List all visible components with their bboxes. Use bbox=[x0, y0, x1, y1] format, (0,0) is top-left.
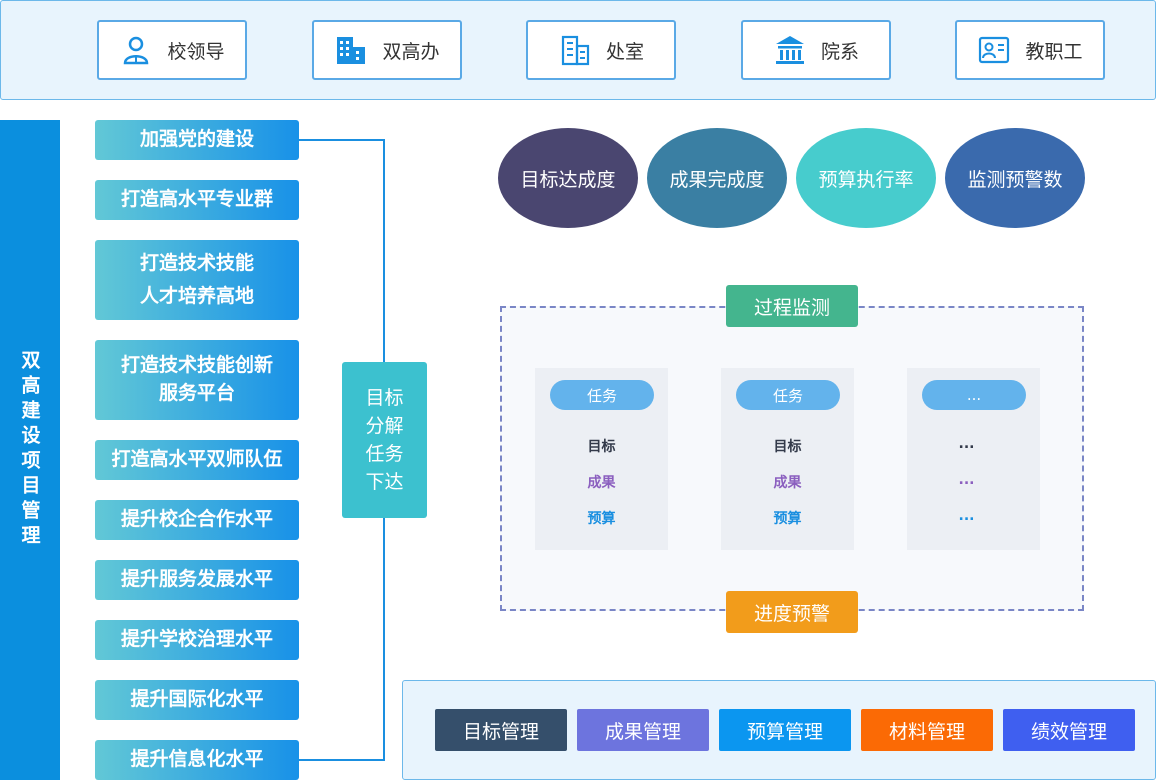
task-item[interactable]: 加强党的建设 bbox=[95, 120, 299, 160]
task-card-title[interactable]: ... bbox=[922, 380, 1026, 410]
role-label: 处室 bbox=[605, 40, 644, 63]
task-item[interactable]: 提升学校治理水平 bbox=[95, 620, 299, 660]
role-button-department-office[interactable]: 处室 bbox=[526, 20, 676, 80]
role-button-school-leader[interactable]: 校领导 bbox=[97, 20, 247, 80]
staff-card-icon bbox=[979, 36, 1010, 64]
role-button-double-high-office[interactable]: 双高办 bbox=[312, 20, 462, 80]
task-item[interactable]: 提升国际化水平 bbox=[95, 680, 299, 720]
person-icon bbox=[124, 36, 149, 65]
progress-alert-label: 进度预警 bbox=[726, 591, 858, 633]
role-button-college[interactable]: 院系 bbox=[741, 20, 891, 80]
card-goal: 目标 bbox=[773, 439, 802, 455]
performance-management-button[interactable]: 绩效管理 bbox=[1003, 709, 1135, 751]
card-goal: 目标 bbox=[587, 439, 616, 455]
task-card-title[interactable]: 任务 bbox=[736, 380, 840, 410]
role-label: 教职工 bbox=[1025, 40, 1083, 63]
role-label: 校领导 bbox=[167, 40, 225, 63]
material-management-button[interactable]: 材料管理 bbox=[861, 709, 993, 751]
card-goal: ... bbox=[958, 436, 975, 452]
task-item[interactable]: 打造技术技能 人才培养高地 bbox=[95, 240, 299, 320]
project-management-band: 双高建设项目管理 bbox=[0, 120, 60, 780]
role-button-staff[interactable]: 教职工 bbox=[955, 20, 1105, 80]
metric-result-completion[interactable]: 成果完成度 bbox=[647, 128, 787, 228]
office-icon bbox=[561, 35, 590, 66]
metric-alert-count[interactable]: 监测预警数 bbox=[945, 128, 1085, 228]
card-budget: 预算 bbox=[587, 511, 616, 527]
metric-budget-execution[interactable]: 预算执行率 bbox=[796, 128, 936, 228]
task-item[interactable]: 打造高水平双师队伍 bbox=[95, 440, 299, 480]
task-item[interactable]: 提升校企合作水平 bbox=[95, 500, 299, 540]
role-label: 院系 bbox=[820, 40, 859, 63]
institution-icon bbox=[775, 36, 804, 64]
task-card-title[interactable]: 任务 bbox=[550, 380, 654, 410]
task-item[interactable]: 提升信息化水平 bbox=[95, 740, 299, 780]
task-item[interactable]: 打造技术技能创新 服务平台 bbox=[95, 340, 299, 420]
task-decomposition-label: 目标分解任务下达 bbox=[365, 387, 404, 493]
process-monitoring-label: 过程监测 bbox=[726, 285, 858, 327]
card-budget: 预算 bbox=[773, 511, 802, 527]
goal-management-button[interactable]: 目标管理 bbox=[435, 709, 567, 751]
task-decomposition-box: 目标分解任务下达 bbox=[342, 362, 427, 518]
card-budget: ... bbox=[958, 508, 975, 524]
building-icon bbox=[337, 37, 366, 64]
card-result: 成果 bbox=[587, 475, 616, 491]
result-management-button[interactable]: 成果管理 bbox=[577, 709, 709, 751]
task-item[interactable]: 打造高水平专业群 bbox=[95, 180, 299, 220]
budget-management-button[interactable]: 预算管理 bbox=[719, 709, 851, 751]
card-result: ... bbox=[958, 472, 975, 488]
role-label: 双高办 bbox=[382, 40, 440, 63]
project-management-title: 双高建设项目管理 bbox=[18, 350, 41, 550]
metric-goal-achievement[interactable]: 目标达成度 bbox=[498, 128, 638, 228]
card-result: 成果 bbox=[773, 475, 802, 491]
task-item[interactable]: 提升服务发展水平 bbox=[95, 560, 299, 600]
